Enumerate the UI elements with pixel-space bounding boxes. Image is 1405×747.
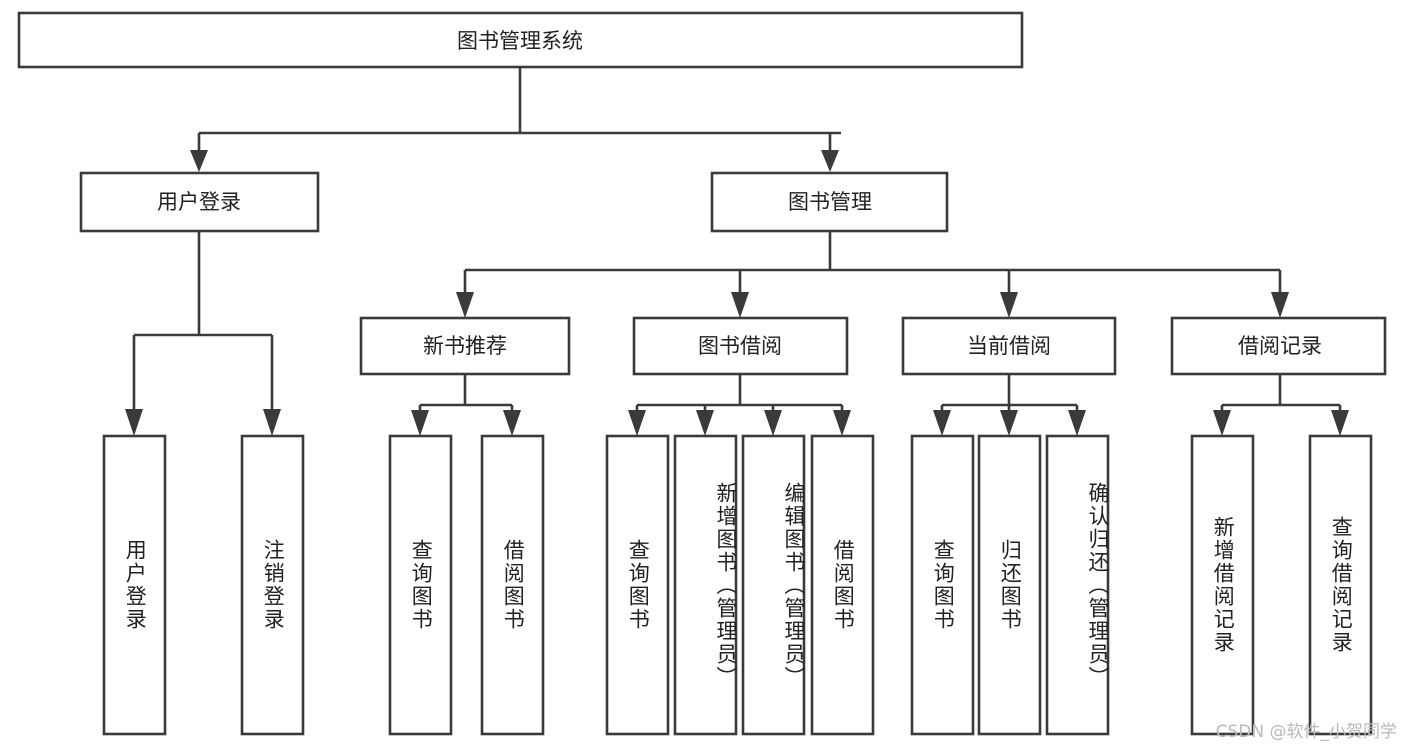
leaf-box-return-book[interactable] <box>977 434 1042 736</box>
arrow-bb-leaf1 <box>628 410 646 436</box>
node-new-book-rec[interactable]: 新书推荐 <box>359 316 571 376</box>
arrow-nb-leaf2 <box>503 410 521 436</box>
leaf-box-query-book-3[interactable] <box>910 434 975 736</box>
current-borrow-label: 当前借阅 <box>967 334 1051 358</box>
leaf-box-logout-login[interactable] <box>240 434 305 736</box>
arrow-root-to-user-login <box>190 150 208 172</box>
book-manage-label: 图书管理 <box>788 190 872 214</box>
current-borrow-box[interactable] <box>901 316 1117 376</box>
arrow-bm-to-record <box>1271 292 1289 318</box>
connector-layer <box>125 67 1349 436</box>
leaf-box-layer <box>102 434 1373 736</box>
arrow-nb-leaf1 <box>411 410 429 436</box>
leaf-box-add-book[interactable] <box>673 434 738 736</box>
new-book-rec-label: 新书推荐 <box>423 334 507 358</box>
arrow-bb-leaf3 <box>764 410 782 436</box>
leaf-box-add-record[interactable] <box>1190 434 1255 736</box>
arrow-br-leaf1 <box>1213 410 1231 436</box>
book-borrow-box[interactable] <box>632 316 849 376</box>
leaf-box-query-record[interactable] <box>1308 434 1373 736</box>
leaf-box-borrow-book-1[interactable] <box>480 434 545 736</box>
arrow-cb-leaf1 <box>933 410 951 436</box>
new-book-rec-box[interactable] <box>359 316 571 376</box>
borrow-record-label: 借阅记录 <box>1238 334 1322 358</box>
leaf-box-borrow-book-2[interactable] <box>810 434 875 736</box>
arrow-bm-to-current <box>1000 292 1018 318</box>
root-box[interactable] <box>17 11 1024 69</box>
book-manage-box[interactable] <box>710 171 949 233</box>
root-label: 图书管理系统 <box>457 29 583 53</box>
user-login-label: 用户登录 <box>157 190 241 214</box>
arrow-ul-leaf2 <box>263 409 281 436</box>
node-book-borrow[interactable]: 图书借阅 <box>632 316 849 376</box>
leaf-box-query-book-2[interactable] <box>605 434 670 736</box>
arrow-ul-leaf1 <box>125 409 143 436</box>
node-borrow-record[interactable]: 借阅记录 <box>1170 316 1387 376</box>
arrow-cb-leaf3 <box>1068 410 1086 436</box>
borrow-record-box[interactable] <box>1170 316 1387 376</box>
leaf-box-user-login[interactable] <box>102 434 167 736</box>
arrow-bb-leaf2 <box>696 410 714 436</box>
book-borrow-label: 图书借阅 <box>698 334 782 358</box>
arrow-br-leaf2 <box>1331 410 1349 436</box>
arrow-bm-to-newbook <box>456 292 474 318</box>
arrow-root-to-book-manage <box>821 150 839 172</box>
arrow-cb-leaf2 <box>1000 410 1018 436</box>
arrow-bb-leaf4 <box>833 410 851 436</box>
arrow-bm-to-borrow <box>731 292 749 318</box>
node-user-login[interactable]: 用户登录 <box>79 171 320 233</box>
leaf-box-confirm-return[interactable] <box>1045 434 1110 736</box>
watermark-text: CSDN @软件_小贺同学 <box>1215 722 1397 742</box>
node-current-borrow[interactable]: 当前借阅 <box>901 316 1117 376</box>
node-book-manage[interactable]: 图书管理 <box>710 171 949 233</box>
leaf-box-query-book-1[interactable] <box>388 434 453 736</box>
user-login-box[interactable] <box>79 171 320 233</box>
leaf-box-edit-book[interactable] <box>741 434 806 736</box>
node-root[interactable]: 图书管理系统 <box>17 11 1024 69</box>
